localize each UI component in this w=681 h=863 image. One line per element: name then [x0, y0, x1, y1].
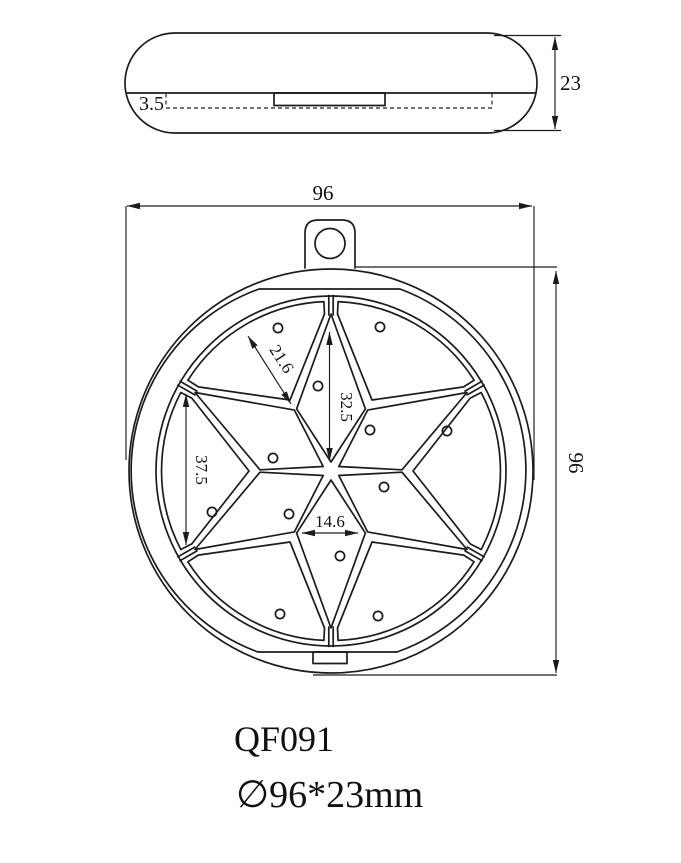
dim-depth-label: 3.5	[139, 93, 164, 115]
inner-circle	[155, 295, 507, 647]
dim-width-96: 96	[125, 181, 535, 480]
dim-height-label: 96	[564, 453, 588, 474]
size-label: ∅96*23mm	[236, 774, 423, 816]
dim-32-5-label: 32.5	[337, 392, 356, 422]
bottom-tab	[312, 651, 348, 665]
dim-left-span-37-5: 37.5	[182, 393, 211, 546]
dim-37-5-label: 37.5	[192, 455, 211, 485]
mid-rim-flattened	[130, 288, 527, 653]
dim-arm-length-32-5: 32.5	[326, 331, 356, 462]
outer-rim-circle	[128, 268, 534, 674]
side-view-body	[124, 32, 538, 134]
dim-width-label: 96	[313, 181, 334, 205]
dim-arm-width-21-6: 21.6	[247, 335, 298, 405]
hanging-lug	[304, 219, 356, 269]
side-view: 3.5 23	[124, 32, 581, 134]
dim-height-23: 23	[494, 34, 581, 132]
dim-23-label: 23	[560, 71, 581, 95]
pin-holes	[206, 321, 453, 622]
center-boss	[273, 92, 386, 107]
star-pattern	[160, 294, 502, 648]
dim-14-6-label: 14.6	[315, 512, 345, 531]
part-number: QF091	[234, 719, 334, 759]
dim-bottom-width-14-6: 14.6	[301, 512, 359, 537]
lug-hole	[314, 227, 346, 260]
lug-outline	[304, 219, 356, 269]
front-view: 96 96	[125, 181, 588, 676]
dim-height-96: 96	[313, 266, 588, 676]
